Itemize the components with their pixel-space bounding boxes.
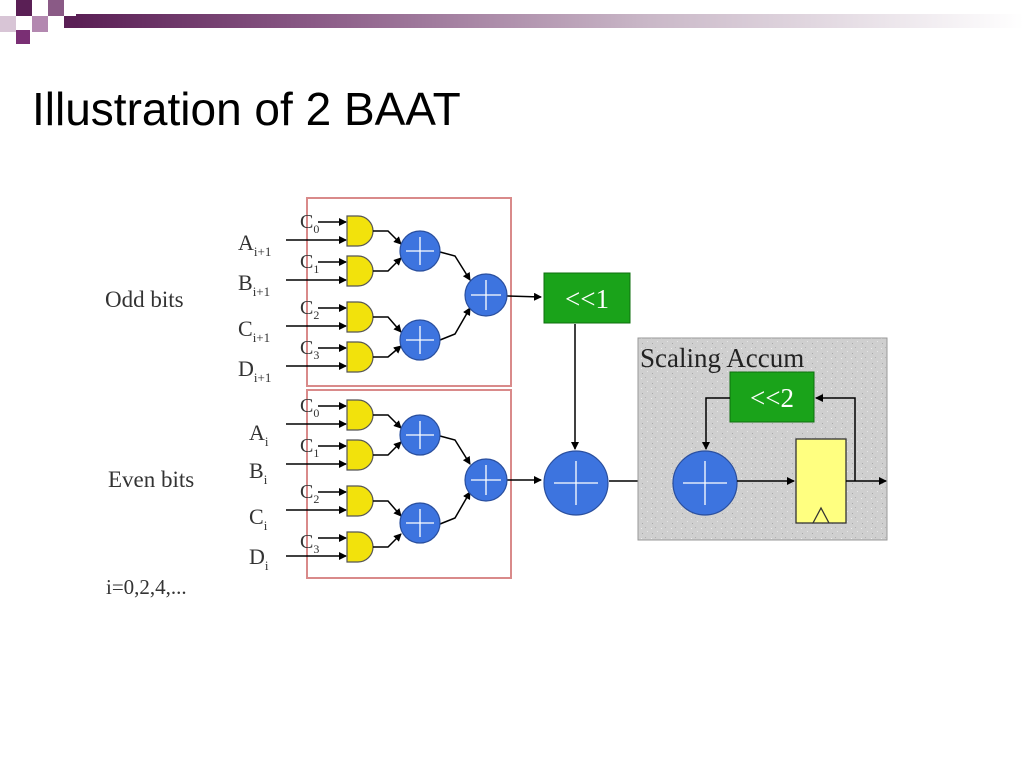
coef-label-c1-even: C1 xyxy=(300,435,319,460)
even-bits-label: Even bits xyxy=(108,467,194,492)
input-label-a-odd: Ai+1 xyxy=(238,230,271,259)
index-label: i=0,2,4,... xyxy=(106,575,187,599)
coef-label-c1-odd: C1 xyxy=(300,251,319,276)
coef-label-c2-odd: C2 xyxy=(300,297,319,322)
input-label-b-even: Bi xyxy=(249,458,268,487)
input-label-d-even: Di xyxy=(249,544,269,573)
and-gate-even-1 xyxy=(346,439,374,471)
shift-left-1-label: <<1 xyxy=(565,284,609,314)
input-label-d-odd: Di+1 xyxy=(238,356,271,385)
and-gate-odd-0 xyxy=(346,215,374,247)
page-title: Illustration of 2 BAAT xyxy=(32,83,461,135)
coef-label-c2-even: C2 xyxy=(300,481,319,506)
title-bar-gradient xyxy=(76,14,1024,28)
and-gate-odd-3 xyxy=(346,341,374,373)
coef-label-c3-even: C3 xyxy=(300,531,319,556)
input-label-c-odd: Ci+1 xyxy=(238,316,270,345)
input-label-a-even: Ai xyxy=(249,420,269,449)
coef-label-c0-even: C0 xyxy=(300,395,319,420)
coef-label-c0-odd: C0 xyxy=(300,211,319,236)
scaling-accum-label: Scaling Accum xyxy=(640,343,804,373)
and-gate-odd-1 xyxy=(346,255,374,287)
even-bits-group-box xyxy=(306,389,512,579)
odd-bits-label: Odd bits xyxy=(105,287,184,312)
shift-left-2-label: <<2 xyxy=(750,383,794,413)
register-clock-marker xyxy=(812,506,830,524)
and-gate-even-2 xyxy=(346,485,374,517)
and-gate-even-0 xyxy=(346,399,374,431)
shift-left-1-box xyxy=(543,272,631,324)
and-gate-even-3 xyxy=(346,531,374,563)
accum-register xyxy=(795,438,847,524)
odd-bits-group-box xyxy=(306,197,512,387)
title-decoration xyxy=(0,0,76,44)
coef-label-c3-odd: C3 xyxy=(300,337,319,362)
input-label-b-odd: Bi+1 xyxy=(238,270,270,299)
and-gate-odd-2 xyxy=(346,301,374,333)
shift-left-2-box xyxy=(729,371,815,423)
input-label-c-even: Ci xyxy=(249,504,268,533)
